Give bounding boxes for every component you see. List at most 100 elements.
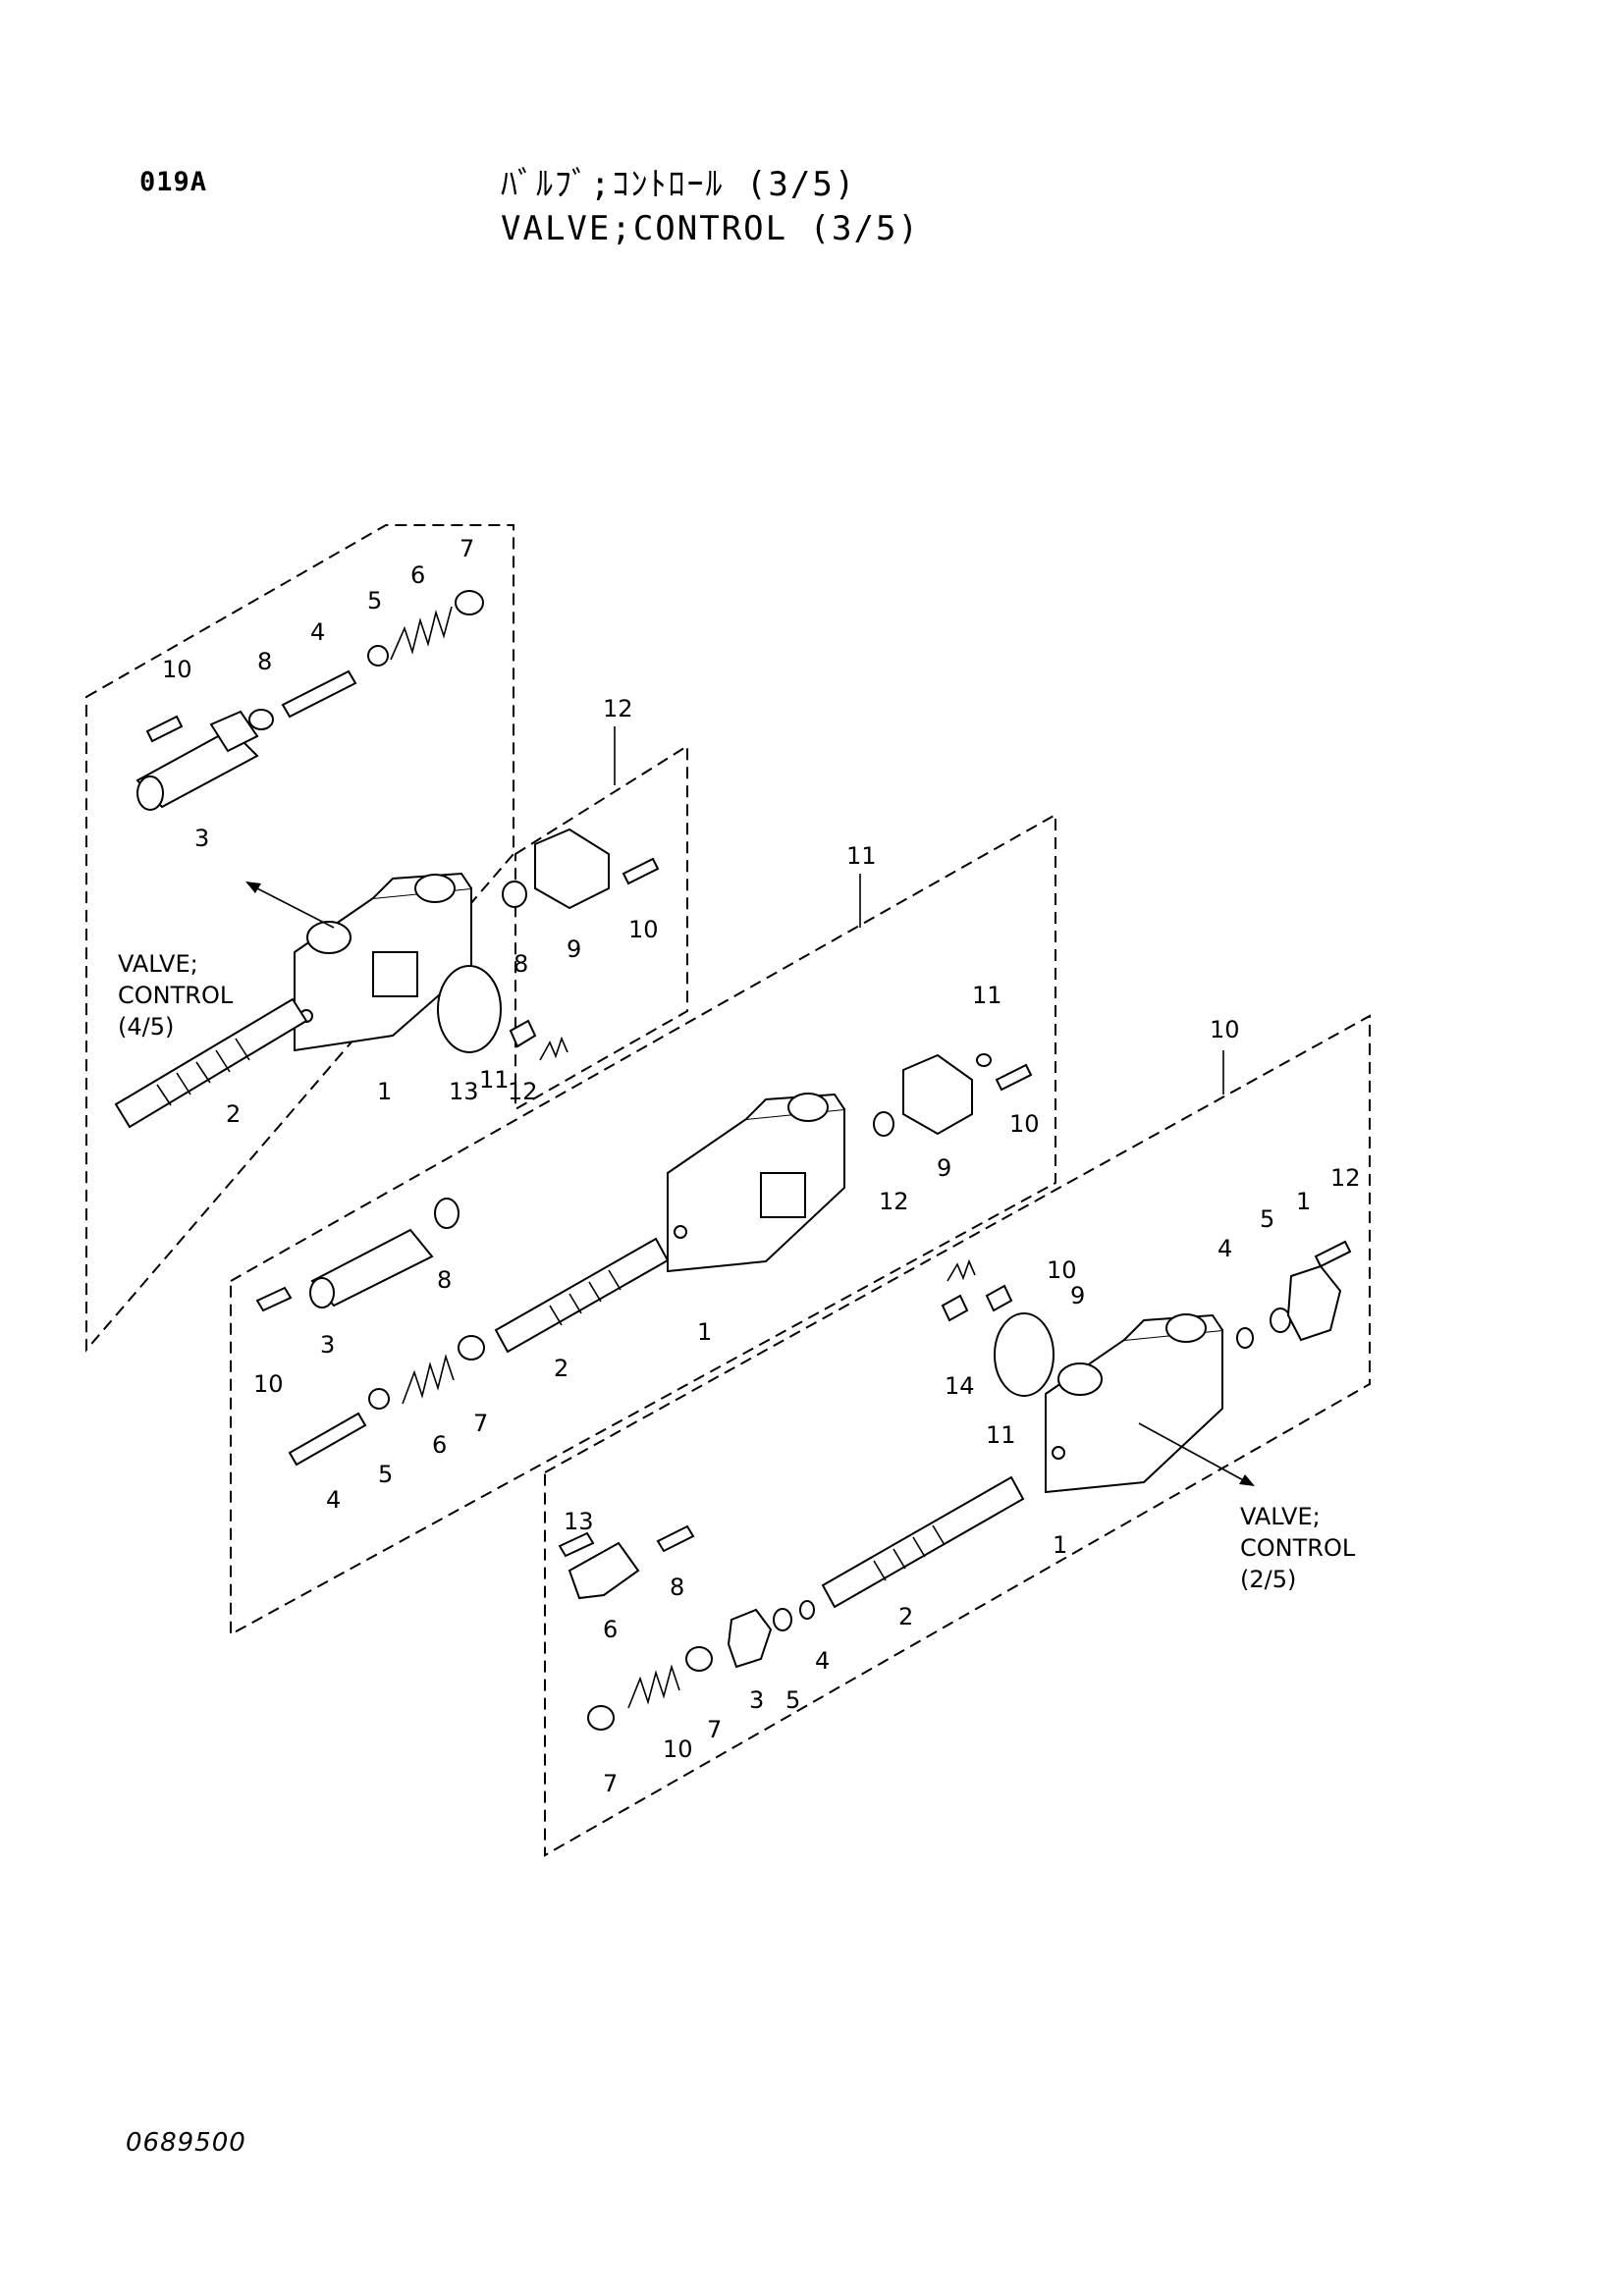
- ref-num: 12: [508, 1078, 538, 1105]
- o-ring-8-group-12: [502, 881, 527, 908]
- ref-num: 3: [749, 1686, 764, 1714]
- ref-num: 4: [310, 618, 325, 646]
- bolt-10-group-12: [622, 857, 660, 885]
- ref-num: 13: [449, 1078, 479, 1105]
- sleeve-6-lower: [568, 1541, 640, 1600]
- spring-9-lower: [627, 1664, 680, 1709]
- ref-num: 8: [257, 648, 272, 675]
- ref-num: 2: [554, 1355, 568, 1382]
- ref-num: 8: [514, 950, 528, 978]
- group-boundary-10: [544, 1014, 1371, 1857]
- ref-num: 12: [879, 1188, 909, 1215]
- plug-11-middle: [976, 1053, 992, 1067]
- o-ring-upper: [248, 709, 274, 730]
- o-ring-13-group-12: [437, 965, 502, 1053]
- bolt-upper: [145, 715, 184, 743]
- o-ring-8-middle: [434, 1198, 460, 1229]
- ref-num: 7: [707, 1716, 722, 1743]
- ref-num: 10: [253, 1370, 284, 1398]
- ref-num: 5: [1260, 1205, 1274, 1233]
- washer-5-lower: [1270, 1308, 1291, 1333]
- ref-num: 11: [479, 1066, 510, 1094]
- ref-num: 5: [785, 1686, 800, 1714]
- ref-num: 11: [986, 1421, 1016, 1449]
- callout-upper-line-1: VALVE;: [118, 950, 198, 978]
- arrow-to-valve-4-5: [252, 885, 335, 929]
- plate-3-lower-b: [727, 1608, 773, 1669]
- ref-num: 6: [410, 561, 425, 589]
- spool-middle: [494, 1237, 670, 1354]
- ref-num: 7: [603, 1770, 618, 1797]
- group-boundary-11: [230, 813, 1056, 1636]
- drawing-number: 0689500: [126, 2128, 246, 2158]
- callout-lower-line-1: VALVE;: [1240, 1503, 1321, 1530]
- plate-3-lower: [1286, 1264, 1342, 1342]
- ref-num: 9: [937, 1154, 951, 1182]
- title-english: VALVE;CONTROL (3/5): [501, 209, 920, 248]
- callout-lower-line-2: CONTROL: [1240, 1534, 1356, 1562]
- cap-upper: [455, 590, 484, 615]
- bolt-8-lower: [656, 1524, 695, 1553]
- ref-num: 7: [460, 535, 474, 562]
- arrowhead-4-5: [245, 881, 261, 893]
- ref-num: 5: [378, 1461, 393, 1488]
- ref-num: 10: [1047, 1256, 1077, 1284]
- group-boundary-12: [514, 744, 688, 1111]
- ref-num: 8: [437, 1266, 452, 1294]
- ref-num: 6: [432, 1431, 447, 1459]
- ref-num: 1: [1053, 1531, 1067, 1559]
- valve-body-lower: [1045, 1313, 1223, 1494]
- cover-9-group-12: [534, 828, 610, 910]
- ref-num: 4: [815, 1647, 830, 1675]
- spring-11-lower: [947, 1258, 976, 1282]
- washer-5-lower-b: [773, 1608, 792, 1631]
- spool-lower: [821, 1475, 1025, 1609]
- group-label-12: 12: [603, 695, 633, 722]
- plug-15-lower: [941, 1294, 969, 1322]
- bolt-13-lower: [1314, 1240, 1352, 1268]
- bolt-10-middle: [255, 1286, 293, 1312]
- ref-num: 10: [1009, 1110, 1040, 1138]
- group-label-11: 11: [846, 842, 877, 870]
- nut-upper: [367, 645, 389, 667]
- ref-num: 11: [972, 982, 1002, 1009]
- plug-11-group-12: [509, 1019, 537, 1048]
- o-ring-12-lower: [994, 1312, 1055, 1397]
- spring-upper: [390, 606, 453, 661]
- pin-4-middle: [288, 1412, 367, 1467]
- ref-num: 2: [898, 1603, 913, 1630]
- cap-7-lower-b: [685, 1646, 713, 1672]
- callout-lower-line-3: (2/5): [1240, 1566, 1296, 1593]
- ref-num: 1: [1296, 1188, 1311, 1215]
- ref-num: 3: [320, 1331, 335, 1359]
- ref-num: 6: [603, 1616, 618, 1643]
- callout-upper-line-3: (4/5): [118, 1013, 174, 1041]
- callout-upper-line-2: CONTROL: [118, 982, 234, 1009]
- cap-7-lower-a: [587, 1705, 615, 1731]
- ref-num: 8: [670, 1574, 684, 1601]
- cover-9-middle: [902, 1053, 973, 1136]
- ref-num: 1: [377, 1078, 392, 1105]
- group-boundary-1: [85, 524, 514, 1353]
- bolt-14-lower: [558, 1531, 595, 1558]
- pin-upper: [281, 669, 357, 719]
- ref-num: 10: [628, 916, 659, 943]
- ref-num: 5: [367, 587, 382, 614]
- ref-num: 3: [194, 825, 209, 852]
- group-label-10: 10: [1210, 1016, 1240, 1043]
- valve-body-middle: [667, 1093, 845, 1273]
- ref-num: 4: [1217, 1235, 1232, 1262]
- ref-num: 10: [663, 1735, 693, 1763]
- ref-num: 13: [564, 1508, 594, 1535]
- valve-body-upper: [294, 872, 472, 1052]
- ref-num: 9: [1070, 1282, 1085, 1309]
- o-ring-12-middle: [873, 1111, 894, 1137]
- bolt-10-middle-right: [995, 1063, 1033, 1092]
- page-code: 019A: [139, 167, 208, 197]
- arrow-to-valve-2-5: [1138, 1422, 1248, 1483]
- ref-num: 12: [1330, 1164, 1361, 1192]
- ref-num: 7: [473, 1410, 488, 1437]
- title-japanese: ﾊﾞﾙﾌﾞ;ｺﾝﾄﾛｰﾙ (3/5): [501, 165, 857, 204]
- ref-num: 1: [697, 1318, 712, 1346]
